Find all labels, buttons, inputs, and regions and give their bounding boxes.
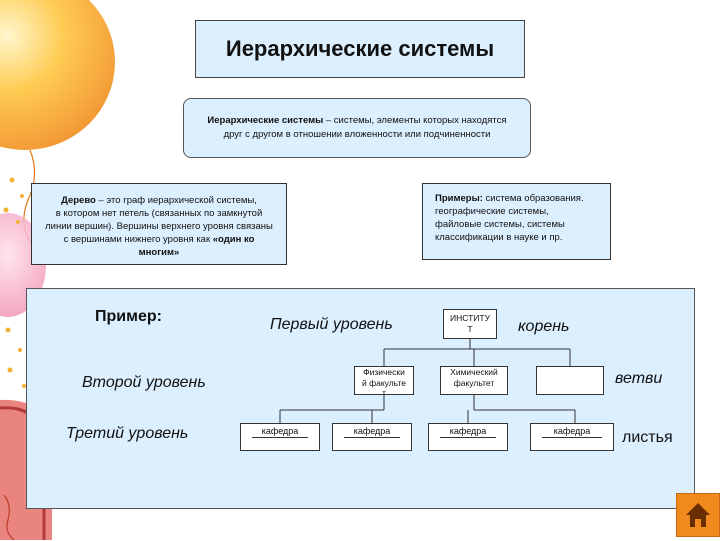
leaf-node-label: кафедра — [251, 426, 309, 438]
definition-term: Иерархические системы — [207, 115, 324, 126]
root-word: корень — [518, 318, 570, 335]
level2-label: Второй уровень — [82, 374, 206, 391]
branch-node-label: Физический факультет — [362, 367, 406, 395]
leaf-node: кафедра — [240, 423, 320, 451]
definition-box: Иерархические системы – системы, элемент… — [183, 98, 531, 158]
level3-label: Третий уровень — [66, 425, 189, 442]
tree-line1: – это граф иерархической системы, — [95, 195, 257, 206]
root-node-label: ИНСТИТУТ — [450, 313, 490, 334]
root-node: ИНСТИТУТ — [443, 309, 497, 339]
definition-line1: – системы, элементы которых находятся — [323, 115, 507, 126]
branches-word: ветви — [615, 370, 663, 387]
level1-label: Первый уровень — [270, 316, 393, 333]
page-title: Иерархические системы — [195, 20, 525, 78]
example-label: Пример: — [95, 308, 162, 325]
examples-line3: файловые системы, системы — [435, 219, 565, 230]
leaf-node-label: кафедра — [439, 426, 497, 438]
leaf-node: кафедра — [530, 423, 614, 451]
leaf-node-label: кафедра — [542, 426, 602, 438]
leaf-node: кафедра — [332, 423, 412, 451]
tree-line5-bold: многим» — [138, 247, 180, 258]
examples-line2: географические системы, — [435, 206, 549, 217]
example-diagram-panel — [26, 288, 695, 509]
tree-definition-box: Дерево – это граф иерархической системы,… — [31, 183, 287, 265]
tree-term: Дерево — [61, 195, 96, 206]
home-icon — [686, 503, 710, 527]
leaf-node-label: кафедра — [343, 426, 401, 438]
definition-text: Иерархические системы – системы, элемент… — [207, 114, 506, 142]
leaves-word: листья — [622, 429, 673, 446]
home-button[interactable] — [676, 493, 720, 537]
branch-node-chemistry: Химический факультет — [440, 366, 508, 395]
examples-term: Примеры: — [435, 193, 483, 204]
examples-line1: система образования. — [482, 193, 584, 204]
examples-line4: классификации в науке и пр. — [435, 232, 563, 243]
tree-line4: с вершинами нижнего уровня как — [63, 234, 213, 245]
branch-node-label: Химический факультет — [450, 367, 498, 388]
branch-node-physics: Физический факультет — [354, 366, 414, 395]
definition-line2: друг с другом в отношении вложенности ил… — [223, 129, 491, 140]
tree-line2: в котором нет петель (связанных по замкн… — [55, 208, 263, 219]
examples-box: Примеры: система образования. географиче… — [422, 183, 611, 260]
branch-node-empty — [536, 366, 604, 395]
tree-line4-bold: «один ко — [212, 234, 255, 245]
tree-line3: линии вершин). Вершины верхнего уровня с… — [45, 221, 273, 232]
leaf-node: кафедра — [428, 423, 508, 451]
